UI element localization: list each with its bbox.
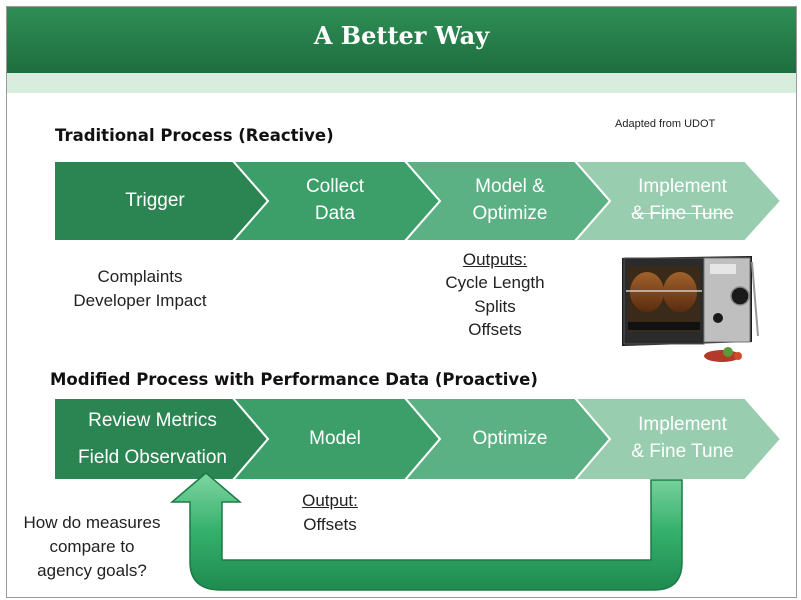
traditional-process-heading: Traditional Process (Reactive): [55, 126, 334, 145]
modified-process-heading: Modified Process with Performance Data (…: [50, 370, 538, 389]
trigger-note-complaints: Complaints: [97, 267, 183, 286]
step-model-optimize-label-2: Optimize: [472, 203, 548, 224]
outputs-label: Outputs:: [462, 250, 528, 269]
output-cycle-length: Cycle Length: [445, 273, 545, 292]
question-line-1: How do measures: [23, 513, 161, 532]
step-collect-data-label-1: Collect: [305, 176, 365, 197]
step-collect-data-label-2: Data: [314, 203, 356, 224]
step-model-label: Model: [309, 428, 361, 449]
modified-chevrons: [53, 397, 783, 481]
rotisserie-oven-image: [622, 256, 759, 362]
slide-header: [7, 7, 796, 73]
feedback-loop-arrow: [169, 472, 683, 591]
step-implement-modified-label-2: & Fine Tune: [631, 441, 734, 462]
output-splits: Splits: [474, 297, 516, 316]
chevron-implement: [572, 160, 783, 242]
step-implement-label-2: & Fine Tune: [631, 203, 734, 224]
header-stripe: [7, 73, 796, 93]
step-field-observation-label: Field Observation: [78, 447, 227, 468]
chevron-implement-modified: [572, 397, 783, 481]
slide-title: A Better Way: [313, 21, 490, 50]
question-line-2: compare to: [49, 537, 135, 556]
trigger-note-developer-impact: Developer Impact: [73, 291, 207, 310]
step-review-metrics-label: Review Metrics: [88, 410, 217, 431]
step-trigger-label: Trigger: [125, 190, 185, 211]
output-offsets: Offsets: [468, 320, 522, 339]
step-implement-label-1: Implement: [638, 176, 727, 197]
step-optimize-label: Optimize: [472, 428, 548, 449]
source-credit: Adapted from UDOT: [615, 118, 716, 130]
step-implement-modified-label-1: Implement: [638, 414, 727, 435]
output-label: Output:: [302, 491, 358, 510]
step-model-optimize-label-1: Model &: [475, 176, 545, 197]
output-offsets-modified: Offsets: [303, 515, 357, 534]
question-line-3: agency goals?: [37, 561, 147, 580]
traditional-chevrons: [53, 160, 783, 242]
